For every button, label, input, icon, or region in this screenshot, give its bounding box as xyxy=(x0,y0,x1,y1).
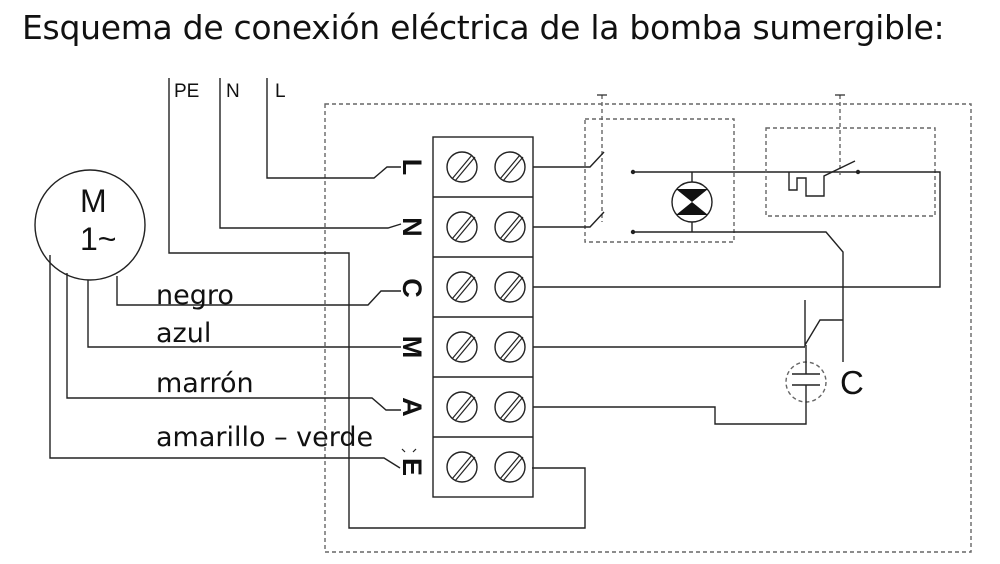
control-box-outline xyxy=(324,103,972,553)
wire-label-marron: marrón xyxy=(156,368,254,399)
wire-label-azul: azul xyxy=(156,318,211,349)
terminal-label-e: E xyxy=(397,458,427,476)
wire-label-amarillo-verde: amarillo – verde xyxy=(156,422,373,453)
terminal-labels: L N C M A E xyxy=(397,159,427,476)
capacitor-label: C xyxy=(840,364,864,401)
pilot-lamp xyxy=(671,172,713,232)
thermal-switch xyxy=(533,160,941,288)
switch-box xyxy=(584,118,735,243)
terminal-label-n: N xyxy=(397,217,427,237)
capacitor xyxy=(533,300,843,425)
switch-contacts xyxy=(533,151,858,362)
terminal-block xyxy=(432,136,534,498)
supply-label-l: L xyxy=(275,81,286,102)
supply-lines xyxy=(168,78,586,529)
terminal-label-l: L xyxy=(397,159,427,176)
motor-label-phase: 1~ xyxy=(80,221,116,257)
motor-label-m: M xyxy=(80,183,107,219)
supply-label-n: N xyxy=(226,81,240,102)
terminal-label-m: M xyxy=(397,336,427,359)
motor-wires xyxy=(49,255,401,469)
motor-circle xyxy=(34,169,146,281)
terminal-screws xyxy=(446,151,526,483)
supply-label-pe: PE xyxy=(174,81,199,102)
diagram-title: Esquema de conexión eléctrica de la bomb… xyxy=(22,8,945,47)
wire-label-negro: negro xyxy=(156,280,234,311)
terminal-label-c: C xyxy=(397,278,427,298)
terminal-label-a: A xyxy=(397,397,427,417)
